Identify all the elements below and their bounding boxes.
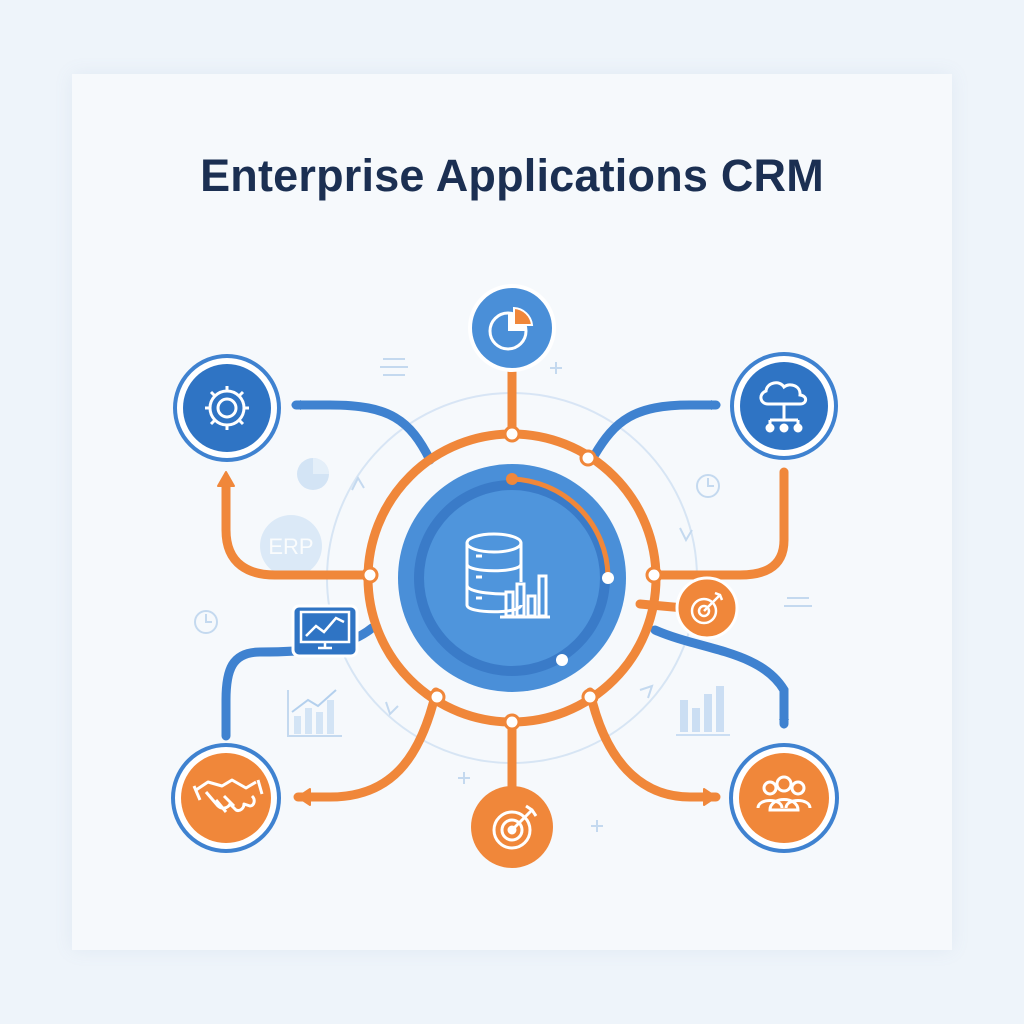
plus-sparkles [458, 362, 603, 832]
background-decorations: ERP [194, 358, 812, 832]
inner-orbit-arrows [351, 475, 693, 716]
handshake-icon [192, 778, 264, 813]
settings-node[interactable] [173, 354, 281, 462]
progress-arc [511, 476, 611, 577]
gear-icon [205, 386, 249, 430]
target-arrow-icon [492, 804, 538, 850]
connector-to-settings [291, 400, 435, 465]
center-database-node[interactable] [398, 464, 626, 692]
faint-bar-chart-icon [676, 686, 730, 736]
faint-clock-icon-2 [696, 474, 720, 498]
monitor-trend-icon [299, 610, 351, 650]
cloud-network-icon [759, 381, 808, 433]
goals-node[interactable] [471, 786, 553, 868]
partnership-node[interactable] [171, 743, 281, 853]
team-node[interactable] [729, 743, 839, 853]
monitor-node[interactable] [291, 604, 359, 658]
faint-list-icon-2 [784, 597, 812, 607]
faint-list-icon [380, 358, 408, 376]
faint-growth-chart-icon [287, 689, 342, 737]
target-small-node[interactable] [675, 576, 739, 640]
page-title: Enterprise Applications CRM [200, 150, 824, 201]
database-chart-icon [465, 532, 550, 619]
faint-clock-icon [194, 610, 218, 634]
connector-settings-up [221, 479, 375, 580]
connector-cloud-down [649, 467, 789, 580]
connector-to-handshake [293, 687, 441, 802]
pie-chart-icon [488, 306, 534, 351]
cloud-network-node[interactable] [730, 352, 838, 460]
connector-to-team [650, 625, 789, 729]
connector-to-team-orange [585, 687, 721, 802]
erp-label: ERP [268, 534, 313, 559]
junction-dots [361, 425, 663, 731]
analytics-node[interactable] [468, 284, 556, 372]
erp-badge: ERP [260, 515, 322, 577]
faint-pie-icon [297, 458, 329, 490]
team-icon [756, 775, 812, 812]
target-arrow-icon [690, 591, 724, 625]
connector-to-cloud [589, 400, 721, 461]
